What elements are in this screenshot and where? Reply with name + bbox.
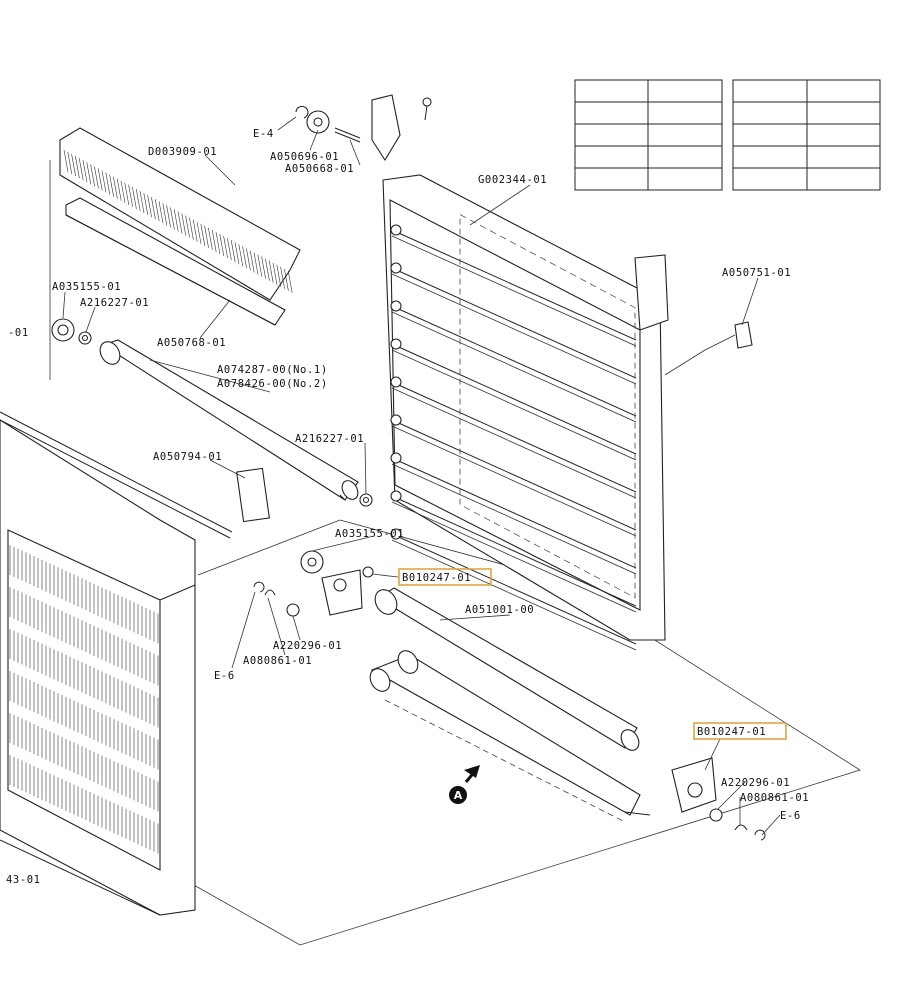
label-b010247-right: B010247-01 <box>697 726 766 738</box>
reference-table-right <box>732 79 881 191</box>
view-arrow: A <box>449 765 480 804</box>
leader-lines <box>62 116 781 836</box>
gear-a050696 <box>306 110 330 134</box>
label-a050696: A050696-01 <box>270 151 339 163</box>
rod-a050794 <box>0 411 270 539</box>
bracket-a050751 <box>734 321 753 349</box>
label-a050768: A050768-01 <box>157 337 226 349</box>
label-e6-right: E-6 <box>780 810 801 822</box>
label-a080861-left: A080861-01 <box>243 655 312 667</box>
bracket-b010247-right <box>671 757 717 813</box>
filter-unit-d003909 <box>59 127 301 326</box>
parts-right-small <box>709 808 766 841</box>
label-a074287: A074287-00(No.1) <box>217 364 328 376</box>
label-a051001: A051001-00 <box>465 604 534 616</box>
highlight-box-b010247-right <box>693 722 787 740</box>
label-g002344: G002344-01 <box>478 174 547 186</box>
parts-left-small <box>253 581 300 617</box>
label-bottom-left: 43-01 <box>6 874 41 886</box>
bushing-a216227-top <box>78 331 92 345</box>
label-a050668: A050668-01 <box>285 163 354 175</box>
label-a220296-right: A220296-01 <box>721 777 790 789</box>
clip-e4-top <box>295 105 309 119</box>
label-left-edge-top: -01 <box>8 327 29 339</box>
label-b010247-top: B010247-01 <box>402 572 471 584</box>
screw-top <box>422 97 432 121</box>
roller-a074287 <box>99 339 359 501</box>
label-a050794: A050794-01 <box>153 451 222 463</box>
label-a080861-right: A080861-01 <box>740 792 809 804</box>
roller-a051001 <box>374 587 640 751</box>
bracket-b010247-left <box>321 566 374 616</box>
label-a216227-top: A216227-01 <box>80 297 149 309</box>
pin-a050668 <box>334 127 361 143</box>
left-panel-assembly <box>0 419 196 916</box>
view-marker-text: A <box>454 789 463 802</box>
label-a078426: A078426-00(No.2) <box>217 378 328 390</box>
label-e4-top: E-4 <box>253 128 274 140</box>
bushing-a216227-mid <box>359 493 373 507</box>
label-a216227-mid: A216227-01 <box>295 433 364 445</box>
label-a050751: A050751-01 <box>722 267 791 279</box>
label-e6-left: E-6 <box>214 670 235 682</box>
frame-g002344 <box>371 94 669 651</box>
label-d003909: D003909-01 <box>148 146 217 158</box>
highlight-box-b010247-top <box>398 568 492 586</box>
label-a035155-mid: A035155-01 <box>335 528 404 540</box>
gear-a035155-top <box>51 318 75 342</box>
label-a035155-top: A035155-01 <box>52 281 121 293</box>
lower-rollers <box>369 650 651 823</box>
gear-a035155-mid <box>300 550 324 574</box>
label-a220296-left: A220296-01 <box>273 640 342 652</box>
reference-table-left <box>574 79 723 191</box>
